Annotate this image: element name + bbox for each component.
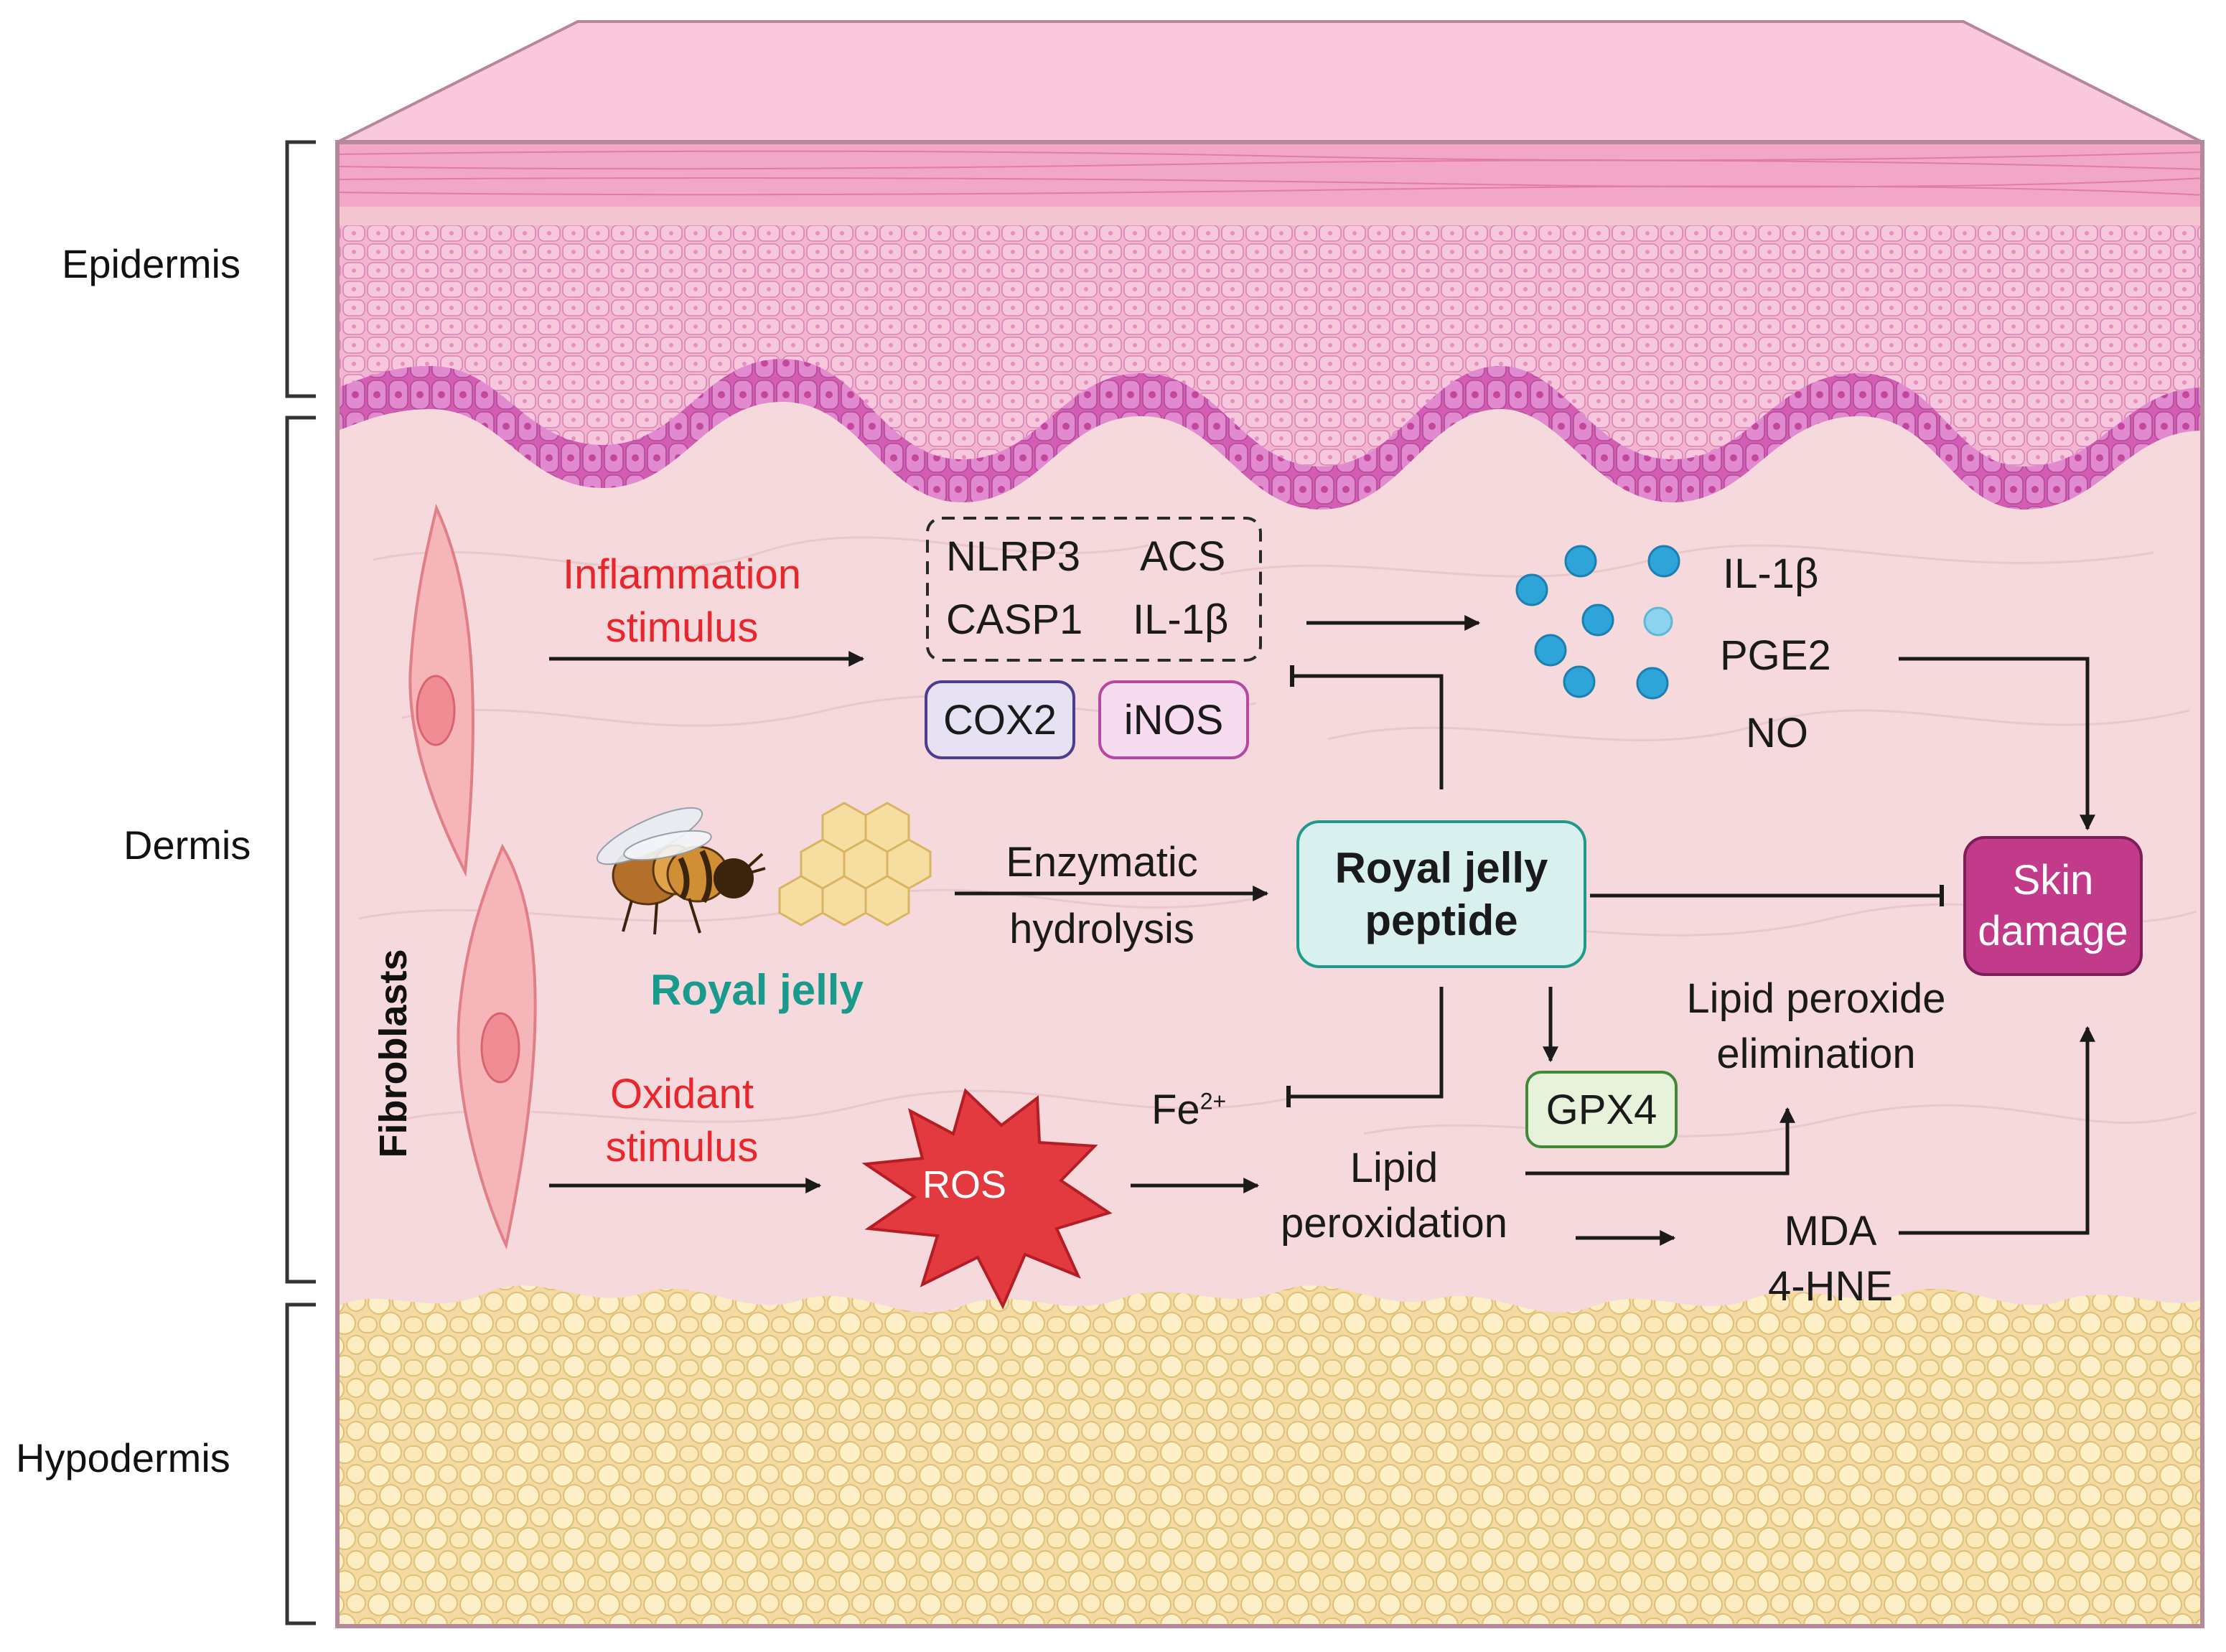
lipid-to-elimination-arrow	[1525, 1107, 1795, 1175]
ros-burst	[861, 1088, 1113, 1310]
peptide-inhibits-inflammasome	[1290, 665, 1444, 789]
hypodermis-label: Hypodermis	[16, 1435, 230, 1480]
royal-jelly-peptide-box: Royal jelly peptide	[1296, 820, 1586, 968]
inflammation-stimulus-label: Inflammation stimulus	[562, 551, 802, 652]
iron-label: Fe2+	[1151, 1089, 1226, 1131]
inos-box: iNOS	[1098, 680, 1249, 759]
gpx4-box: GPX4	[1525, 1071, 1678, 1148]
skin-damage-box: Skin damage	[1963, 836, 2143, 976]
oxidant-stimulus-label: Oxidant stimulus	[605, 1071, 759, 1171]
bee-icon	[596, 807, 766, 935]
layer-brackets	[285, 140, 316, 1625]
nlrp3-label: NLRP3	[946, 533, 1080, 580]
acs-label: ACS	[1140, 533, 1226, 580]
hypodermis-fat	[337, 1285, 2204, 1626]
iron-charge: 2+	[1199, 1088, 1227, 1114]
mediators-to-damage-arrow	[1899, 657, 2095, 831]
royal-jelly-label: Royal jelly	[650, 966, 864, 1014]
products-to-damage-arrow	[1899, 1026, 2095, 1235]
lipid-peroxide-elimination-label: Lipid peroxide elimination	[1686, 975, 1946, 1077]
epidermis-cells	[337, 225, 2204, 466]
cytokine-dots	[1515, 545, 1680, 700]
skin-top-face	[337, 20, 2203, 144]
pge2-label: PGE2	[1720, 632, 1831, 679]
casp1-label: CASP1	[946, 596, 1083, 643]
il1b-mediator-label: IL-1β	[1723, 550, 1819, 597]
peptide-inhibits-iron	[1286, 987, 1444, 1107]
lipid-peroxidation-label: Lipid peroxidation	[1281, 1145, 1507, 1247]
mda-4hne-label: MDA 4-HNE	[1767, 1208, 1894, 1310]
fibroblast-cell-2	[457, 843, 537, 1250]
inflammasome-box	[926, 517, 1262, 662]
fibroblast-cell-1	[408, 503, 474, 878]
iron-base: Fe	[1151, 1087, 1200, 1133]
fibroblasts-label: Fibroblasts	[372, 949, 415, 1158]
enzymatic-hydrolysis-label: Enzymatic hydrolysis	[1006, 839, 1198, 952]
il1b-inflammasome-label: IL-1β	[1133, 596, 1229, 643]
dermis-label: Dermis	[123, 822, 251, 868]
epidermis-label: Epidermis	[62, 241, 240, 286]
pathway-arrows	[549, 615, 2095, 1246]
panel-border	[335, 140, 2204, 1628]
honeycomb-icon	[778, 802, 932, 926]
ros-label: ROS	[922, 1163, 1007, 1206]
basal-layer	[337, 359, 2204, 510]
no-label: NO	[1746, 710, 1808, 756]
cox2-box: COX2	[925, 680, 1075, 759]
stratum-corneum	[337, 142, 2204, 207]
